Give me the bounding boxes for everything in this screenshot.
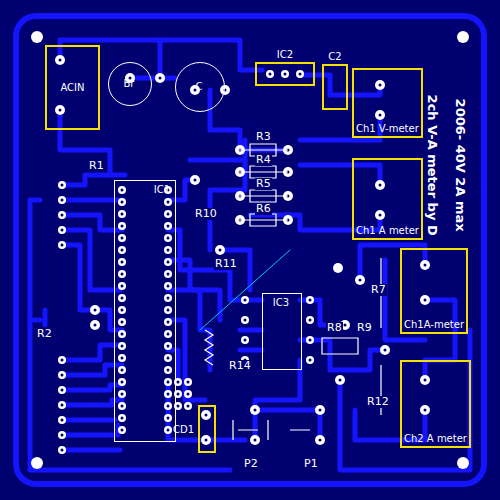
part-name: R8 [326, 322, 343, 334]
component-label: IC2 [277, 49, 293, 60]
component-outline: Ch1 A meter [352, 158, 423, 240]
board-title: 2ch V-A meter by D [425, 94, 439, 235]
part-name: P2 [243, 458, 259, 470]
component-label: CD1 [173, 424, 194, 435]
component-label: IC3 [273, 297, 289, 308]
part-name: P1 [303, 458, 319, 470]
component-outline: ACIN [45, 45, 100, 130]
part-name: R9 [356, 322, 373, 334]
component-outline: IC2 [255, 62, 315, 86]
component-outline: C2 [322, 64, 348, 110]
component-label: ACIN [60, 82, 84, 93]
component-label: IC1 [154, 184, 170, 195]
component-outline: C [175, 62, 225, 112]
board-title: 2006- 40V 2A max [453, 98, 467, 231]
part-name: R2 [36, 328, 53, 340]
component-label: Ch1 V-meter [356, 123, 419, 134]
component-outline: Ch1 V-meter [352, 68, 423, 138]
part-name: R10 [194, 208, 218, 220]
component-label: C [196, 81, 203, 92]
part-name: R12 [366, 396, 390, 408]
component-outline: IC3 [262, 293, 302, 370]
component-label: Ch2 A meter [404, 433, 467, 444]
part-name: R1 [88, 160, 105, 172]
part-name: R7 [370, 284, 387, 296]
part-name: R5 [255, 178, 272, 190]
component-outline: IC1 [114, 180, 176, 442]
component-outline: Ch2 A meter [400, 360, 471, 448]
component-label: Br [124, 78, 135, 89]
component-outline: Ch1A-meter [400, 248, 468, 334]
part-name: R14 [228, 360, 252, 372]
part-name: R11 [214, 258, 238, 270]
component-label: C2 [328, 51, 341, 62]
component-outline: CD1 [198, 405, 216, 453]
part-name: R3 [255, 131, 272, 143]
part-name: R4 [255, 154, 272, 166]
component-label: Ch1 A meter [356, 225, 419, 236]
component-outline: Br [108, 62, 152, 106]
component-label: Ch1A-meter [404, 319, 464, 330]
part-name: R6 [255, 203, 272, 215]
